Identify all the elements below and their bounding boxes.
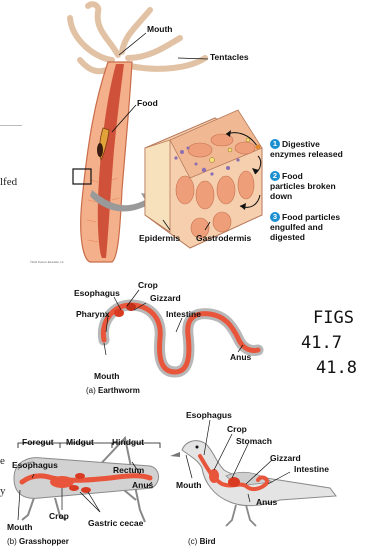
- bird-beak: [170, 452, 180, 457]
- bird-legs: [226, 505, 256, 526]
- bird-mouth-label: Mouth: [176, 480, 202, 490]
- bird-eye: [196, 446, 199, 449]
- bird-caption-letter: (c): [188, 537, 197, 546]
- bird-esophagus-label: Esophagus: [186, 410, 232, 420]
- bird-stomach-label: Stomach: [236, 436, 272, 446]
- bird-caption: (c) Bird: [188, 537, 216, 546]
- bird-gizzard-label: Gizzard: [270, 453, 301, 463]
- bird-crop-label: Crop: [227, 424, 247, 434]
- bird-intestine-label: Intestine: [294, 464, 329, 474]
- bird-caption-name: Bird: [200, 537, 216, 546]
- bird-anus-label: Anus: [256, 497, 277, 507]
